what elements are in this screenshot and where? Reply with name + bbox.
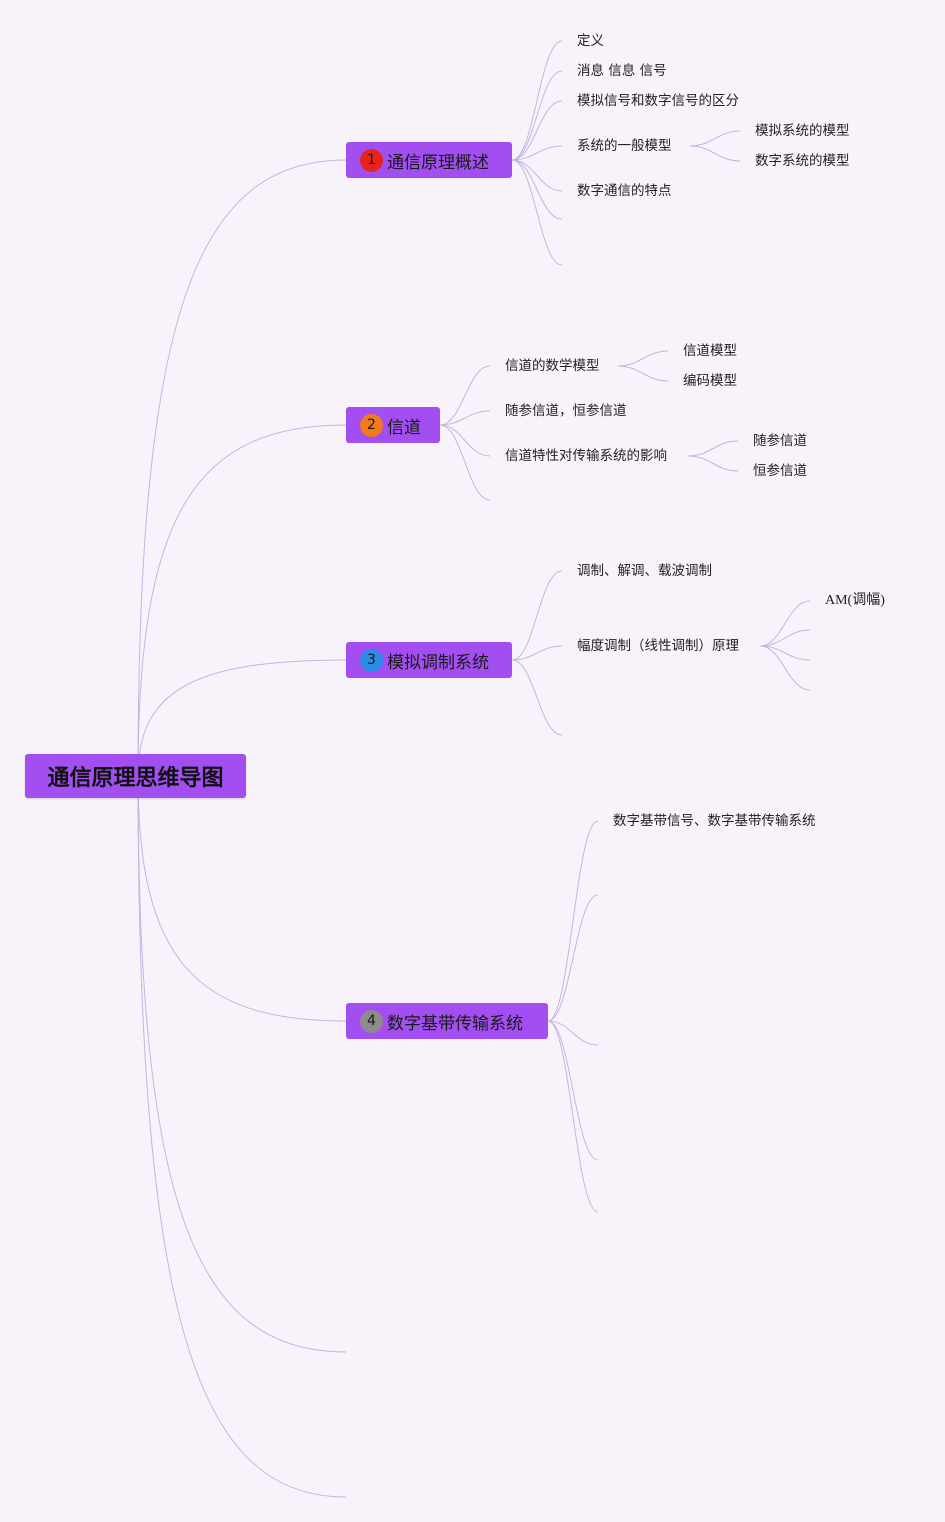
subtopic-random-parameter-channel[interactable]: 随参信道: [753, 433, 807, 449]
connector-line: [511, 659, 563, 736]
topic-label: 模拟调制系统: [387, 652, 489, 673]
connector-line: [511, 645, 563, 661]
connector-line: [689, 130, 741, 147]
topic-label: 通信原理概述: [387, 152, 489, 173]
connector-line: [689, 145, 741, 162]
connector-line: [547, 1020, 599, 1213]
topic-node-channel[interactable]: 2 信道: [346, 407, 440, 443]
connector-line: [687, 455, 739, 472]
root-node[interactable]: 通信原理思维导图: [25, 754, 246, 798]
root-label: 通信原理思维导图: [47, 766, 224, 791]
number-3-icon: 3: [360, 648, 383, 672]
subtopic-modulation-demodulation[interactable]: 调制、解调、载波调制: [577, 563, 712, 579]
subtopic-channel-math-model[interactable]: 信道的数学模型: [505, 358, 600, 374]
connector-line: [439, 424, 491, 501]
connector-line: [511, 159, 563, 220]
number-1-icon: 1: [360, 148, 383, 172]
subtopic-constant-parameter-channel[interactable]: 恒参信道: [753, 463, 807, 479]
number-2-icon: 2: [360, 413, 383, 437]
subtopic-channel-effect[interactable]: 信道特性对传输系统的影响: [505, 448, 667, 464]
connector-line: [137, 659, 347, 777]
connector-line: [547, 1020, 599, 1161]
subtopic-digital-system-model[interactable]: 数字系统的模型: [755, 153, 850, 169]
subtopic-digital-baseband-signal-system[interactable]: 数字基带信号、数字基带传输系统: [613, 813, 816, 829]
connector-line: [137, 159, 347, 777]
subtopic-message-information-signal[interactable]: 消息 信息 信号: [577, 63, 667, 79]
topic-label: 数字基带传输系统: [387, 1013, 523, 1034]
subtopic-general-system-model[interactable]: 系统的一般模型: [577, 138, 672, 154]
connector-line: [547, 894, 599, 1022]
subtopic-analog-system-model[interactable]: 模拟系统的模型: [755, 123, 850, 139]
connector-line: [439, 365, 491, 426]
connector-line: [759, 645, 811, 691]
subtopic-channel-model[interactable]: 信道模型: [683, 343, 737, 359]
connector-line: [511, 70, 563, 161]
subtopic-analog-digital-signal[interactable]: 模拟信号和数字信号的区分: [577, 93, 739, 109]
connector-line: [547, 820, 599, 1022]
connector-line: [687, 440, 739, 457]
subtopic-am[interactable]: AM(调幅): [825, 593, 885, 608]
topic-node-overview[interactable]: 1 通信原理概述: [346, 142, 512, 178]
connector-line: [137, 424, 347, 777]
connector-line: [547, 1020, 599, 1046]
connector-line: [137, 775, 347, 1022]
connector-line: [759, 600, 811, 647]
connector-line: [439, 410, 491, 426]
connector-line: [617, 365, 669, 382]
connector-line: [511, 159, 563, 266]
subtopic-amplitude-modulation-principle[interactable]: 幅度调制（线性调制）原理: [577, 638, 739, 654]
connector-line: [511, 570, 563, 661]
topic-label: 信道: [387, 417, 421, 438]
subtopic-random-constant-channel[interactable]: 随参信道，恒参信道: [505, 403, 627, 419]
connector-line: [137, 775, 347, 1353]
connector-line: [439, 424, 491, 457]
number-4-icon: 4: [360, 1009, 383, 1033]
connector-line: [617, 350, 669, 367]
connector-line: [137, 775, 347, 1498]
connector-line: [511, 40, 563, 161]
connector-line: [759, 629, 811, 647]
connector-line: [511, 145, 563, 161]
connector-line: [511, 100, 563, 161]
topic-node-analog-modulation[interactable]: 3 模拟调制系统: [346, 642, 512, 678]
subtopic-coding-model[interactable]: 编码模型: [683, 373, 737, 389]
topic-node-digital-baseband[interactable]: 4 数字基带传输系统: [346, 1003, 548, 1039]
subtopic-definition[interactable]: 定义: [577, 33, 604, 49]
subtopic-digital-communication-features[interactable]: 数字通信的特点: [577, 183, 672, 199]
